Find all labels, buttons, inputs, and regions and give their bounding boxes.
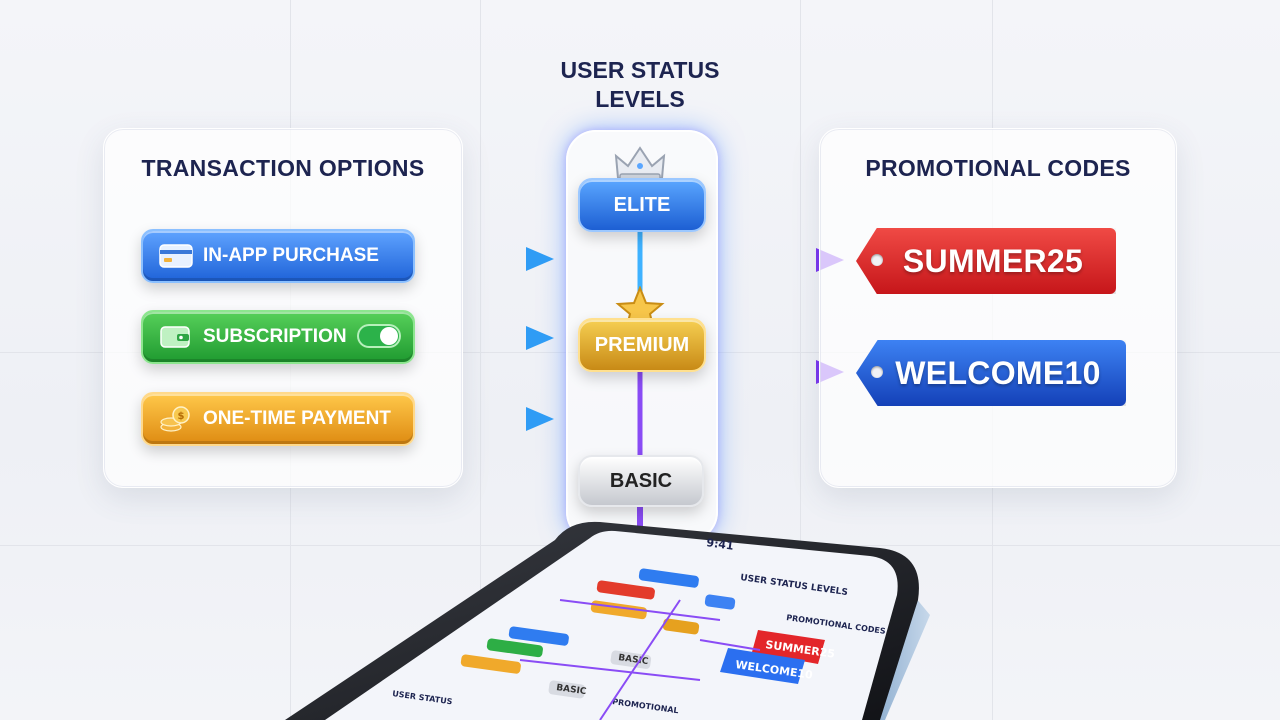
- credit-card-icon: [159, 243, 193, 269]
- svg-text:$: $: [178, 411, 185, 422]
- phone-mini-level-2: BASIC: [556, 683, 588, 697]
- wallet-icon: [159, 324, 193, 350]
- coins-icon: $: [159, 406, 193, 432]
- subscription-label: SUBSCRIPTION: [203, 326, 347, 347]
- transaction-options-title: TRANSACTION OPTIONS: [141, 155, 425, 181]
- coupon-hole: [871, 366, 883, 378]
- welcome10-label: WELCOME10: [895, 354, 1101, 391]
- welcome10-coupon[interactable]: WELCOME10: [856, 340, 1126, 406]
- arrow-in-app: [438, 247, 554, 271]
- user-status-title-line2: LEVELS: [595, 86, 685, 112]
- promotional-codes-panel: PROMOTIONAL CODES: [819, 128, 1177, 488]
- subscription-option[interactable]: SUBSCRIPTION: [141, 310, 415, 364]
- user-status-title-line1: USER STATUS: [560, 57, 720, 83]
- coupon-hole: [871, 254, 883, 266]
- basic-level[interactable]: BASIC: [578, 455, 704, 507]
- arrow-subscription: [438, 326, 554, 350]
- premium-level[interactable]: PREMIUM: [578, 318, 706, 372]
- one-time-payment-option[interactable]: $ ONE-TIME PAYMENT: [141, 392, 415, 446]
- elite-level[interactable]: ELITE: [578, 178, 706, 232]
- phone-status-time: 9:41: [706, 536, 735, 553]
- elite-label: ELITE: [613, 193, 671, 216]
- arrow-one-time: [438, 407, 554, 431]
- grid-line: [480, 0, 481, 720]
- in-app-purchase-label: IN-APP PURCHASE: [203, 245, 379, 266]
- premium-label: PREMIUM: [594, 333, 690, 356]
- in-app-purchase-option[interactable]: IN-APP PURCHASE: [141, 229, 415, 283]
- promotional-codes-title: PROMOTIONAL CODES: [865, 155, 1131, 181]
- basic-label: BASIC: [609, 469, 673, 492]
- summer25-label: SUMMER25: [902, 242, 1084, 279]
- grid-line: [800, 0, 801, 720]
- subscription-toggle[interactable]: [357, 324, 401, 348]
- summer25-coupon[interactable]: SUMMER25: [856, 228, 1116, 294]
- user-status-title: USER STATUS LEVELS: [540, 56, 740, 114]
- one-time-payment-label: ONE-TIME PAYMENT: [203, 408, 391, 429]
